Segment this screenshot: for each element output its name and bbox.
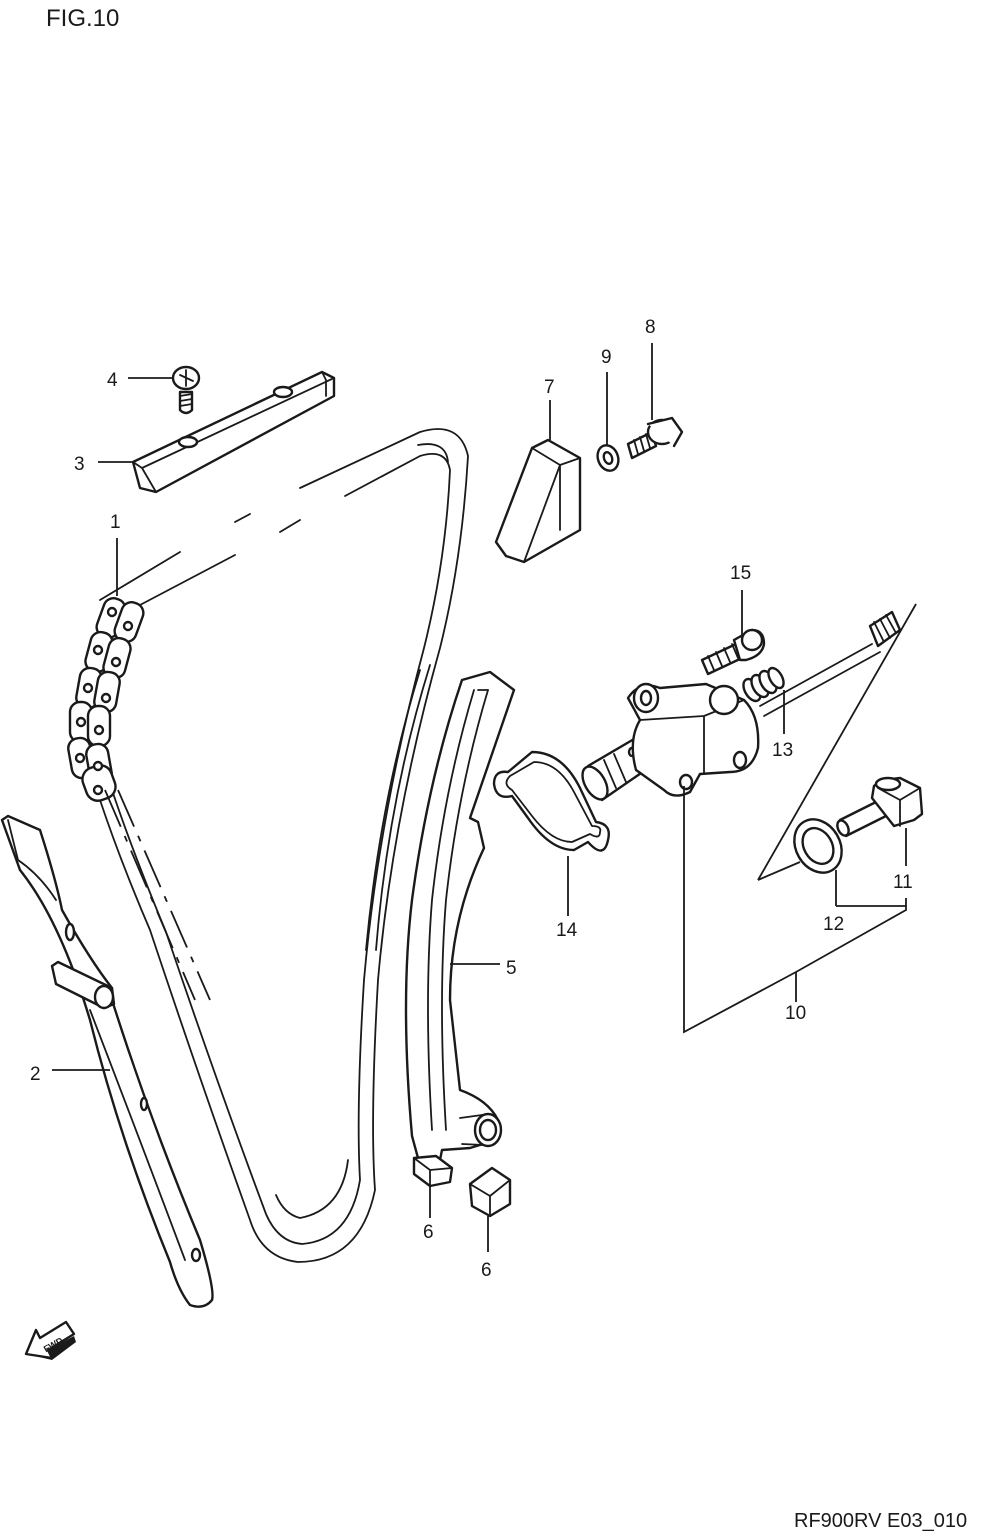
screw-4 [171, 365, 201, 415]
bolt-8 [626, 416, 684, 460]
callout-6b: 6 [481, 1260, 492, 1281]
gasket-12 [793, 818, 843, 874]
front-chain-guide [0, 814, 214, 1308]
top-chain-guide [131, 370, 336, 494]
callout-14: 14 [556, 920, 578, 941]
callout-15: 15 [730, 563, 751, 584]
callout-2: 2 [30, 1064, 41, 1085]
cam-chain [67, 428, 469, 1263]
plug-bolt-11 [836, 776, 924, 838]
spring-13 [742, 666, 785, 703]
callout-4: 4 [107, 370, 118, 391]
tensioner-guide [404, 670, 516, 1162]
callout-1: 1 [110, 512, 121, 533]
callout-10: 10 [785, 1003, 806, 1024]
callout-5: 5 [506, 958, 517, 979]
callout-3: 3 [74, 454, 85, 475]
callout-9: 9 [601, 347, 612, 368]
callout-8: 8 [645, 317, 656, 338]
damper-6b [468, 1166, 512, 1218]
block-7 [494, 438, 582, 564]
callout-13: 13 [772, 740, 793, 761]
gasket-14 [492, 750, 610, 852]
callout-12: 12 [823, 914, 844, 935]
callout-11: 11 [893, 872, 913, 893]
figure-title: FIG.10 [46, 5, 119, 32]
bolt-15 [700, 628, 766, 676]
damper-6a [412, 1154, 454, 1188]
callout-labels: 1 2 3 4 5 6 6 7 8 9 10 11 12 13 14 15 [30, 317, 913, 1281]
washer-9 [596, 444, 620, 472]
figure-code: RF900RV E03_010 [794, 1510, 967, 1532]
leader-lines [52, 343, 907, 1252]
callout-7: 7 [544, 377, 555, 398]
callout-6a: 6 [423, 1222, 434, 1243]
tensioner-body-10 [581, 603, 917, 1034]
chain-links [67, 597, 145, 802]
fwd-arrow-icon: FWD [24, 1320, 76, 1360]
